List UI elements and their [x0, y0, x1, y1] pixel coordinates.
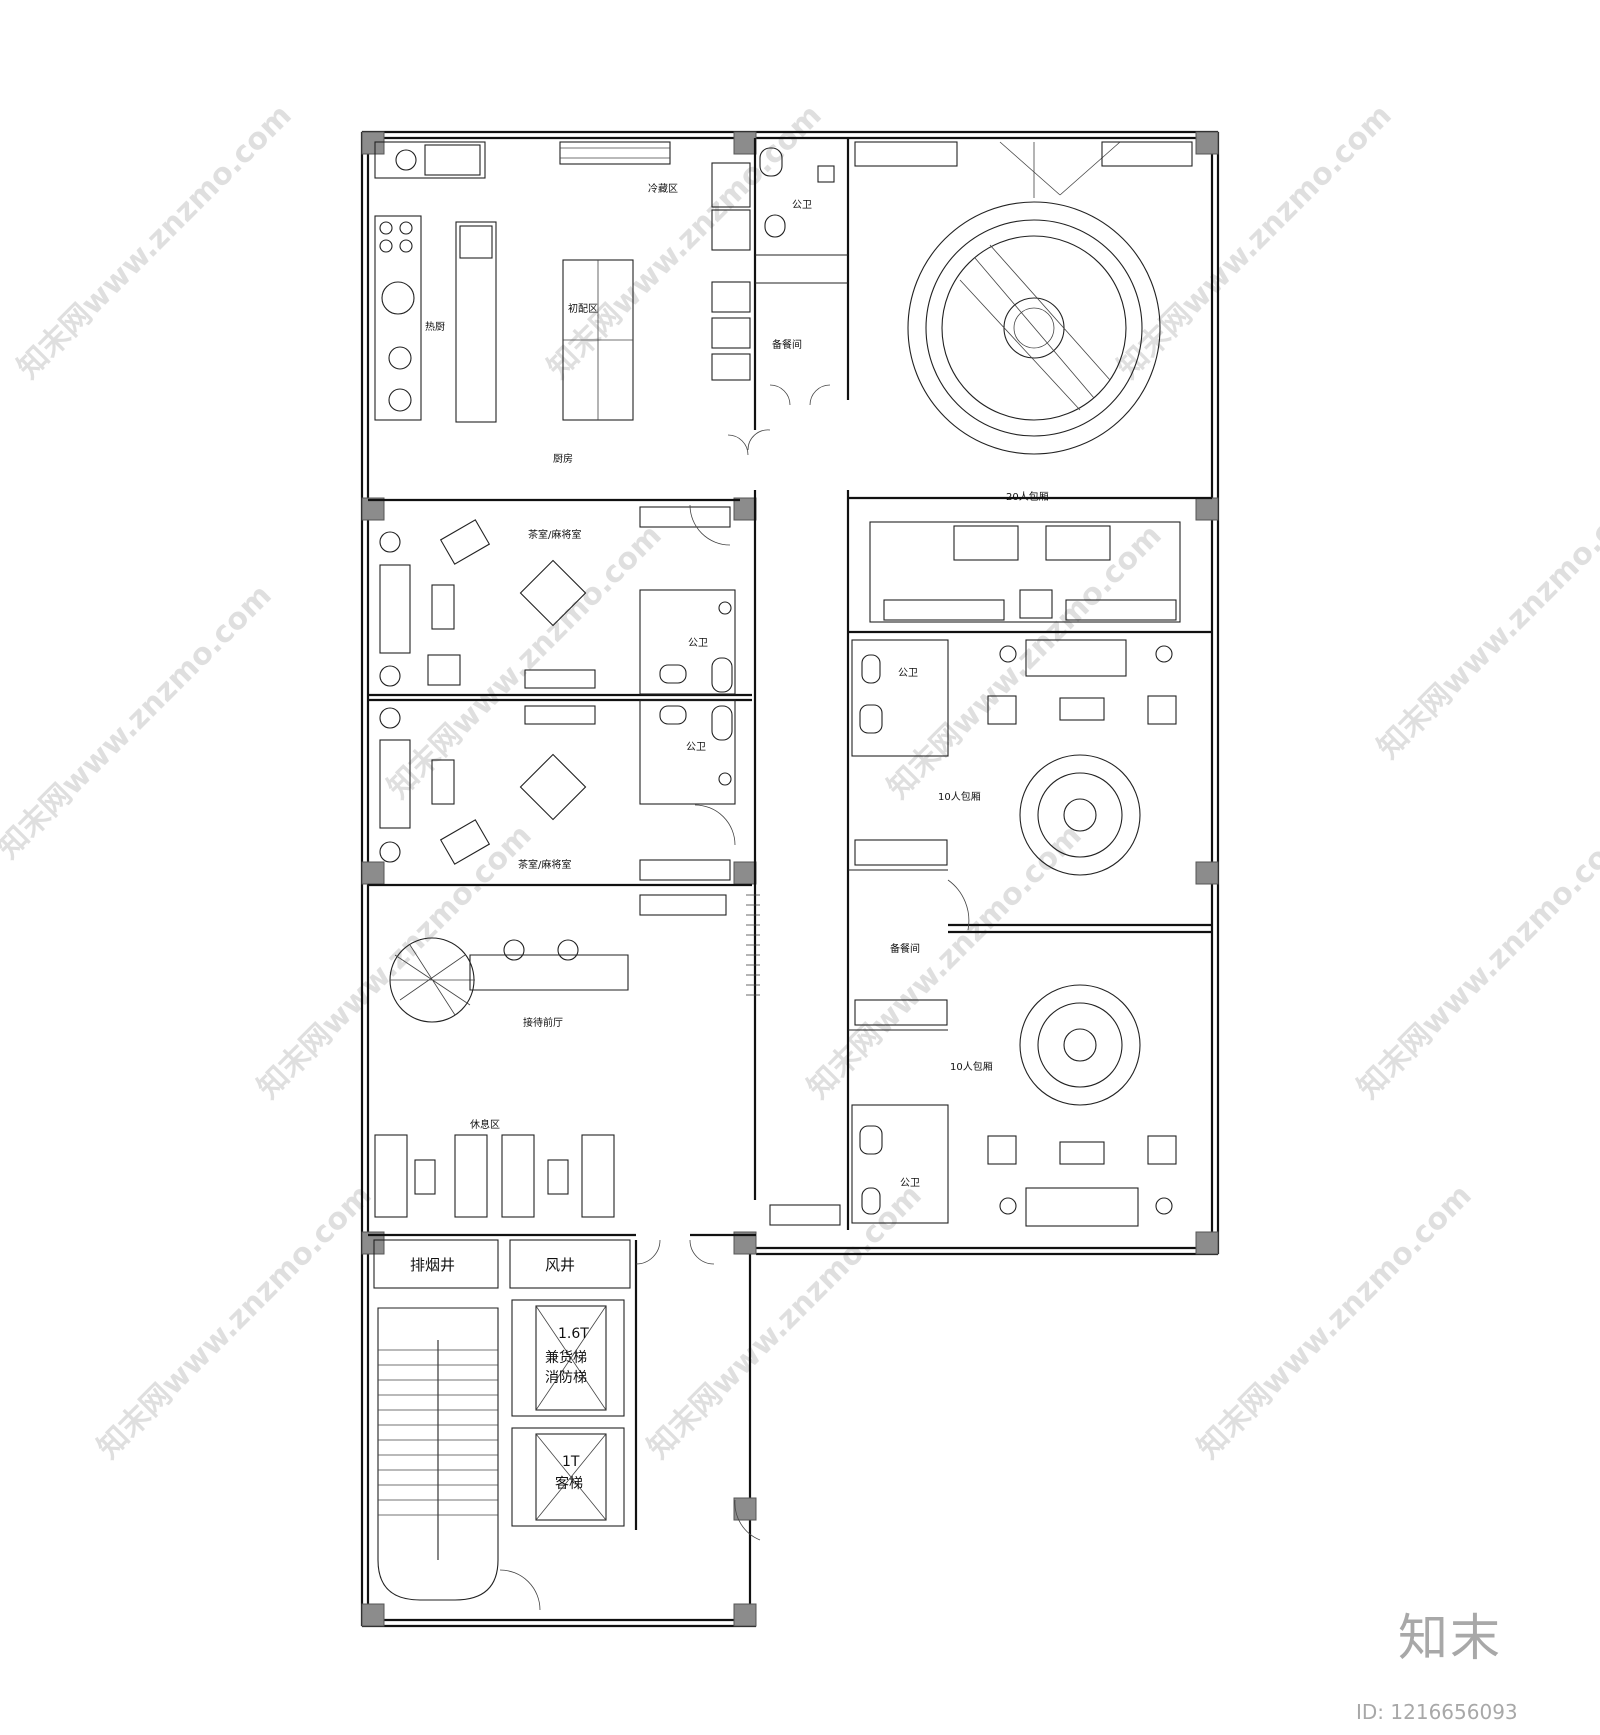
room-label-private-room-10-a: 10人包厢 — [938, 790, 981, 803]
pantry-middle: 备餐间 — [848, 839, 970, 1031]
room-label-pantry-mid: 备餐间 — [890, 942, 920, 955]
room-label-pantry-top: 备餐间 — [772, 338, 802, 351]
decorative-tree — [389, 937, 475, 1023]
room-label-restroom-kitchen: 公卫 — [792, 200, 812, 211]
watermark-text: 知末网www.znzmo.com — [381, 518, 669, 806]
room-label-air-shaft: 风井 — [545, 1256, 575, 1274]
tea-room-restrooms: 公卫 公卫 — [639, 589, 736, 805]
room-label-reception-hall: 接待前厅 — [523, 1016, 563, 1029]
lift-label-freight-name2: 消防梯 — [545, 1370, 587, 1386]
room-label-prep-area: 初配区 — [568, 302, 598, 315]
watermark-text: 知末网www.znzmo.com — [1111, 98, 1399, 386]
room-label-lounge: 休息区 — [470, 1118, 500, 1131]
room-label-cold-storage: 冷藏区 — [648, 182, 678, 195]
private-room-10-b: 10人包厢 公卫 — [769, 984, 1177, 1227]
lift-label-passenger-load: 1T — [562, 1454, 580, 1470]
watermark-text: 知末网www.znzmo.com — [1351, 818, 1600, 1106]
watermark-text: 知末网www.znzmo.com — [1371, 478, 1600, 766]
watermark-text: 知末网www.znzmo.com — [11, 98, 299, 386]
kitchen-area: 冷藏区 热厨 初配区 厨房 — [374, 141, 751, 465]
watermark-text: 知末网www.znzmo.com — [641, 1178, 929, 1466]
room-label-restroom-tea-2: 公卫 — [686, 742, 706, 753]
room-label-smoke-shaft: 排烟井 — [410, 1256, 455, 1274]
room-label-tea-room-1: 茶室/麻将室 — [528, 528, 581, 541]
room-label-restroom-room10-a: 公卫 — [898, 668, 918, 679]
room-label-restroom-tea-1: 公卫 — [688, 638, 708, 649]
room-label-kitchen: 厨房 — [553, 452, 573, 465]
watermark-text: 知末网www.znzmo.com — [91, 1178, 379, 1466]
reception-hall: 接待前厅 — [389, 894, 760, 1029]
staircase — [377, 1307, 541, 1611]
room-label-restroom-room10-b: 公卫 — [900, 1178, 920, 1189]
room-label-hot-kitchen: 热厨 — [425, 320, 445, 333]
room-label-tea-room-2: 茶室/麻将室 — [518, 858, 571, 871]
tea-room-1: 茶室/麻将室 — [379, 506, 731, 689]
lift-label-freight-load: 1.6T — [558, 1326, 589, 1342]
private-room-20: 20人包厢 — [854, 141, 1193, 503]
door-swings — [635, 504, 761, 1541]
watermark-layer: 知末网www.znzmo.com 知末网www.znzmo.com 知末网www… — [0, 98, 1600, 1466]
room-label-private-room-10-b: 10人包厢 — [950, 1060, 993, 1073]
private-room-10-a: 公卫 10人包厢 — [851, 639, 1177, 876]
watermark-text: 知末网www.znzmo.com — [0, 578, 279, 866]
interior-walls — [368, 138, 1212, 1530]
watermark-text: 知末网www.znzmo.com — [881, 518, 1169, 806]
lift-label-passenger-name: 客梯 — [555, 1475, 583, 1492]
core-shafts: 排烟井 风井 1.6T 兼货梯 消防梯 1T 客梯 — [373, 1239, 631, 1527]
room-label-private-room-20: 20人包厢 — [1006, 490, 1049, 503]
upper-service-area: 公卫 备餐间 — [727, 147, 848, 456]
watermark-image-id: ID: 1216656093 — [1356, 1700, 1518, 1724]
lift-label-freight-name1: 兼货梯 — [545, 1349, 587, 1366]
tea-room-2: 茶室/麻将室 — [379, 705, 731, 881]
lounge-area: 休息区 — [374, 1118, 615, 1218]
structural-columns — [361, 131, 1219, 1627]
watermark-brand: 知末 — [1398, 1609, 1502, 1667]
room-20-sofa-area — [869, 521, 1181, 623]
watermark-text: 知末网www.znzmo.com — [1191, 1178, 1479, 1466]
reception-blinds — [746, 894, 760, 996]
watermark-text: 知末网www.znzmo.com — [801, 818, 1089, 1106]
